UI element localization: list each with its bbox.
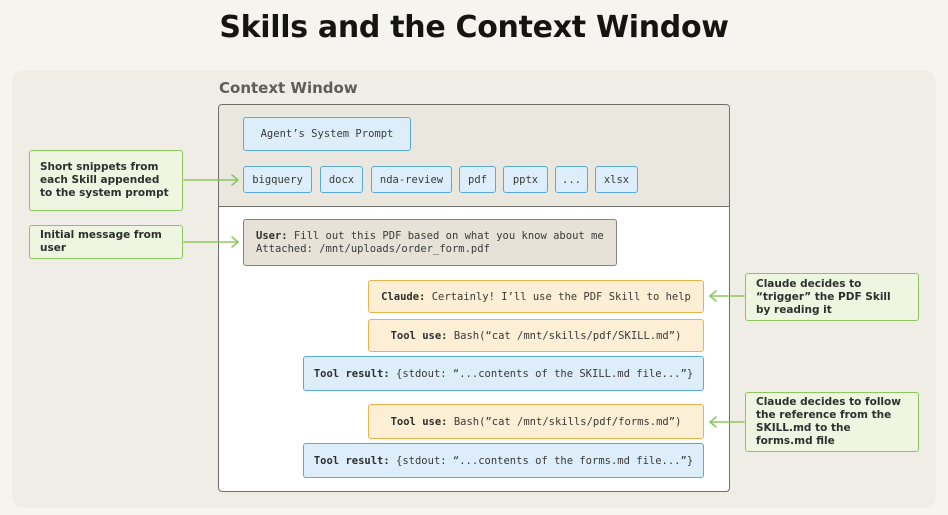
tool-result-label: Tool result:: [313, 367, 390, 380]
skill-chip-label: pptx: [512, 173, 539, 186]
annotation-follow-reference: Claude decides to follow the reference f…: [745, 392, 919, 452]
arrowhead-trigger: [709, 290, 717, 302]
user-speaker: User:: [256, 230, 288, 242]
skill-chip-label: pdf: [468, 173, 487, 186]
annotation-follow-reference-text: Claude decides to follow the reference f…: [756, 396, 901, 447]
diagram-title: Skills and the Context Window: [219, 10, 729, 45]
skill-chip-label: docx: [328, 173, 355, 186]
tool-result-box: Tool result: {stdout: “...contents of th…: [303, 356, 704, 391]
annotation-trigger: Claude decides to “trigger” the PDF Skil…: [745, 273, 919, 321]
arrowhead-follow-reference: [709, 416, 717, 428]
tool-result-text: {stdout: “...contents of the SKILL.md fi…: [389, 367, 694, 380]
skill-chip: docx: [320, 166, 363, 193]
annotation-initial-message-text: Initial message from user: [40, 229, 162, 254]
annotation-trigger-text: Claude decides to “trigger” the PDF Skil…: [756, 277, 891, 316]
skill-chip: bigquery: [243, 166, 312, 193]
skill-chip-label: ...: [562, 173, 581, 186]
annotation-snippets: Short snippets from each Skill appended …: [29, 150, 183, 211]
tool-use-box: Tool use: Bash(“cat /mnt/skills/pdf/SKIL…: [368, 319, 704, 352]
skill-chip: nda-review: [371, 166, 452, 193]
user-message-box: User: Fill out this PDF based on what yo…: [243, 219, 617, 266]
user-attachment: Attached: /mnt/uploads/order_form.pdf: [256, 243, 490, 255]
system-prompt-box: Agent’s System Prompt: [243, 117, 411, 151]
tool-use-text: Bash(“cat /mnt/skills/pdf/SKILL.md”): [447, 329, 682, 342]
annotation-initial-message: Initial message from user: [29, 225, 183, 259]
tool-use-text: Bash(”cat /mnt/skills/pdf/forms.md”): [447, 415, 682, 428]
claude-message-text: Certainly! I’ll use the PDF Skill to hel…: [425, 290, 691, 303]
tool-result-text: {stdout: “...contents of the forms.md fi…: [389, 454, 694, 467]
claude-message-box: Claude: Certainly! I’ll use the PDF Skil…: [368, 280, 704, 313]
skill-chip: pptx: [503, 166, 548, 193]
tool-use-box: Tool use: Bash(”cat /mnt/skills/pdf/form…: [368, 404, 704, 439]
tool-result-label: Tool result:: [313, 454, 390, 467]
skill-chip-label: nda-review: [379, 173, 444, 186]
skill-chip: ...: [555, 166, 588, 193]
tool-use-label: Tool use:: [390, 329, 448, 342]
claude-speaker: Claude:: [381, 290, 426, 303]
arrowhead-initial-message: [231, 236, 239, 248]
tool-use-label: Tool use:: [390, 415, 448, 428]
user-message-text: Fill out this PDF based on what you know…: [287, 230, 604, 242]
skill-chip-label: bigquery: [252, 173, 303, 186]
skill-chip: xlsx: [595, 166, 638, 193]
system-prompt-text: Agent’s System Prompt: [260, 128, 394, 140]
skill-chip-label: xlsx: [603, 173, 630, 186]
annotation-snippets-text: Short snippets from each Skill appended …: [40, 161, 169, 199]
arrowhead-snippets: [231, 174, 239, 186]
context-window-label: Context Window: [219, 79, 358, 97]
tool-result-box: Tool result: {stdout: “...contents of th…: [303, 443, 704, 478]
skill-chip: pdf: [459, 166, 496, 193]
